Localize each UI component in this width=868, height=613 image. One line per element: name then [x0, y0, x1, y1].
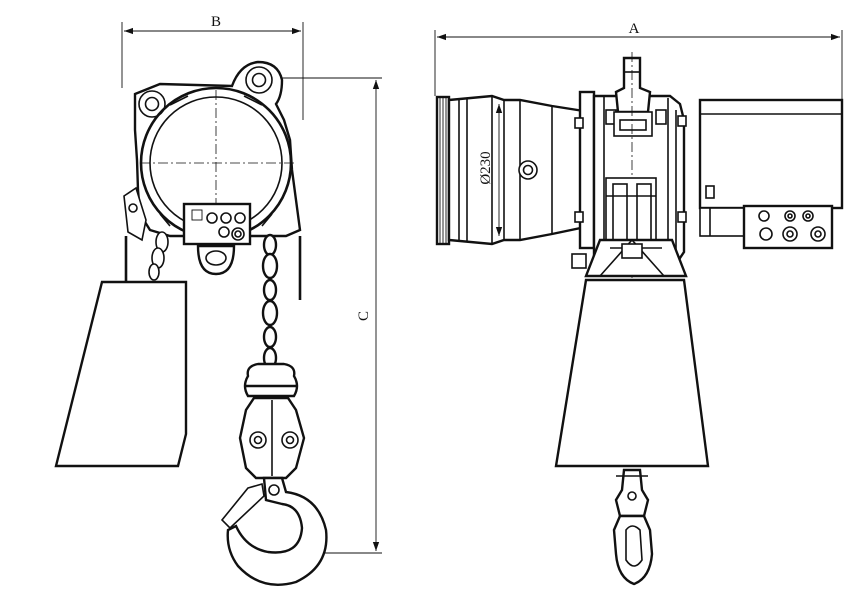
side-view: [54, 60, 328, 586]
hook-front: [612, 514, 654, 586]
dimension-a: A: [434, 21, 843, 100]
mounting-hole-left-inner: [144, 96, 160, 112]
control-box: [698, 98, 844, 210]
dimension-b-label: B: [211, 14, 221, 30]
hook-latch: [220, 482, 265, 530]
side-bracket: [123, 186, 147, 242]
hook: [226, 476, 328, 586]
front-view: Ø230: [435, 52, 844, 586]
dimension-b: B: [121, 14, 304, 120]
diameter-label: Ø230: [478, 151, 494, 184]
suspension-eye: [614, 56, 652, 114]
motor-knob-inner: [522, 164, 534, 176]
dimension-a-label: A: [629, 21, 640, 37]
motor-flange: [578, 90, 596, 250]
lower-eye: [196, 244, 236, 276]
dimension-c-label: C: [356, 311, 372, 321]
hook-block-top: [243, 362, 299, 398]
hook-front-shank: [614, 468, 650, 518]
slack-chain: [148, 231, 169, 281]
mounting-hole-right-inner: [251, 72, 267, 88]
chain-container: [54, 280, 188, 468]
load-chain: [261, 233, 279, 370]
chain-container-front: [554, 278, 710, 468]
